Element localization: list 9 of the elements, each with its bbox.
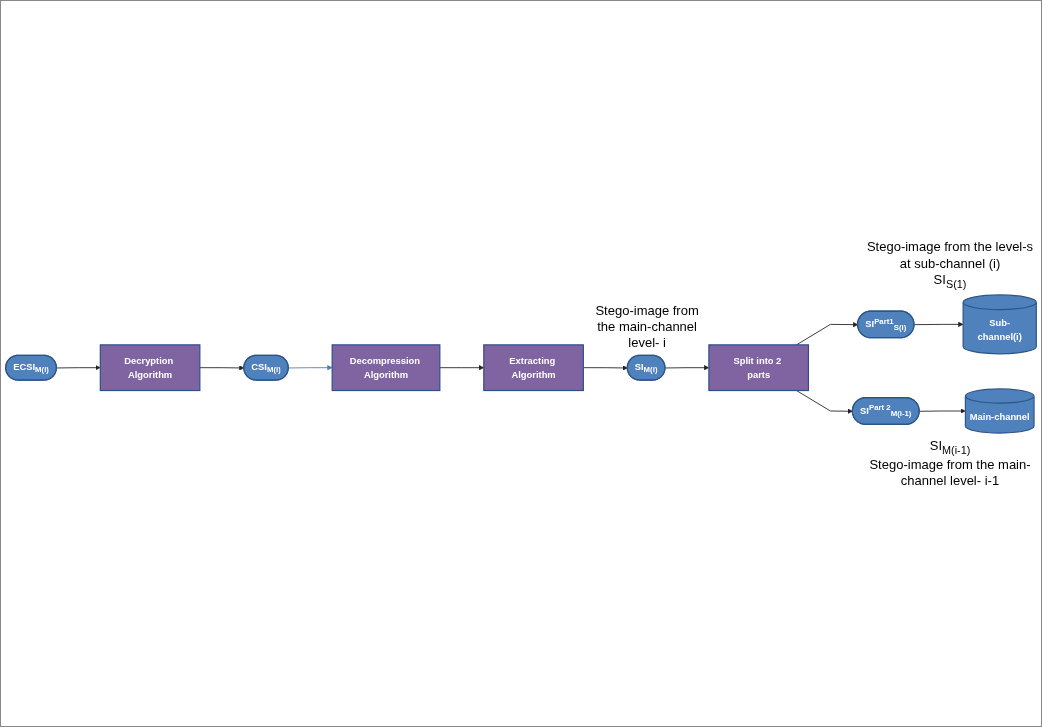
caption-text: SI$_{M(i-1)}$	[928, 437, 972, 457]
node-box	[99, 343, 201, 391]
caption-text: Stego-image from the main-channel level- i	[594, 302, 700, 352]
node-box	[331, 343, 441, 391]
caption-text: SI$_{S(1)}$	[932, 271, 968, 292]
caption-text: Stego-image from the main-channel level- i-1	[868, 456, 1032, 490]
caption-text: Stego-image from the level-s at sub-channel (i)	[865, 239, 1035, 272]
node-box	[483, 343, 584, 391]
node-box	[708, 343, 810, 391]
